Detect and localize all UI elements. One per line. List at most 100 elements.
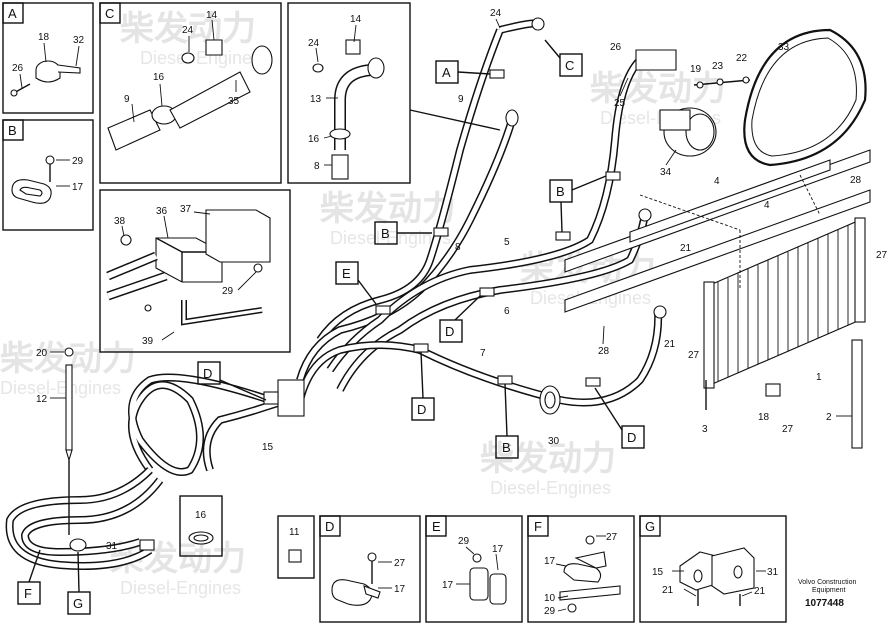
num-19: 19 bbox=[690, 64, 702, 75]
num-33: 33 bbox=[778, 42, 790, 53]
num-27a: 27 bbox=[876, 250, 888, 261]
fitting-part bbox=[251, 45, 273, 75]
inset-d-num-17: 17 bbox=[394, 584, 406, 595]
watermark-en-7: Diesel-Engines bbox=[120, 578, 241, 598]
bolt-part bbox=[10, 89, 18, 97]
valve-block bbox=[277, 379, 305, 417]
inset-fitting-frame bbox=[287, 2, 411, 184]
callout-d3-text: D bbox=[417, 402, 426, 417]
bolt-part bbox=[585, 535, 595, 545]
inset-a-frame bbox=[2, 2, 94, 114]
num-22: 22 bbox=[736, 53, 748, 64]
callout-a-text: A bbox=[442, 65, 451, 80]
num-14: 14 bbox=[350, 14, 362, 25]
callout-e bbox=[335, 261, 359, 285]
inset-f-letter: F bbox=[534, 519, 542, 534]
inset-a-num-32: 32 bbox=[73, 35, 85, 46]
num-12: 12 bbox=[36, 394, 48, 405]
inset-clamp: 16 bbox=[179, 495, 223, 557]
watermark-en-5: Diesel-Engines bbox=[0, 378, 121, 398]
inset-e-num-29: 29 bbox=[458, 536, 470, 547]
inset-c-num-9: 9 bbox=[124, 94, 130, 105]
inset-d-frame bbox=[319, 515, 421, 623]
watermark-cn-1: 柴发动力 bbox=[120, 10, 256, 48]
clamp bbox=[489, 69, 505, 79]
callout-c-text: C bbox=[565, 58, 574, 73]
callout-g-text: G bbox=[73, 596, 83, 611]
inset-g-tag bbox=[639, 515, 661, 537]
clamp-part bbox=[331, 579, 373, 606]
inset-b-frame bbox=[2, 119, 94, 231]
num-15: 15 bbox=[262, 442, 274, 453]
bolt-part bbox=[367, 552, 377, 562]
num-29: 29 bbox=[222, 286, 234, 297]
inset-e-tag bbox=[425, 515, 447, 537]
inset-b: B 29 17 bbox=[2, 119, 94, 231]
hose-routing bbox=[5, 17, 667, 570]
callout-e-text: E bbox=[342, 266, 351, 281]
watermark-cn-6: 柴发动力 bbox=[480, 440, 616, 478]
inset-e-num-17b: 17 bbox=[442, 580, 454, 591]
callout-b2-text: B bbox=[556, 184, 565, 199]
inset-g: G 15 31 21 21 bbox=[639, 515, 787, 623]
inset-g-letter: G bbox=[645, 519, 655, 534]
inset-c-tag bbox=[99, 2, 121, 24]
inset-f-frame bbox=[527, 515, 635, 623]
tube-part bbox=[169, 71, 251, 129]
bolt-part bbox=[120, 234, 132, 246]
inset-g-num-15: 15 bbox=[652, 567, 664, 578]
num-27b: 27 bbox=[688, 350, 700, 361]
callouts: A C B B E D D D B D F G bbox=[17, 39, 645, 615]
num-7: 7 bbox=[480, 348, 486, 359]
callout-d4 bbox=[621, 425, 645, 449]
callout-d2 bbox=[197, 361, 221, 385]
part-numbers: 24 9 26 25 19 23 22 33 34 28 4 4 21 27 5… bbox=[36, 8, 888, 552]
num-39: 39 bbox=[142, 336, 154, 347]
bolt-part-3 bbox=[144, 304, 152, 312]
num-37: 37 bbox=[180, 204, 192, 215]
num-4a: 4 bbox=[714, 176, 720, 187]
hose-part bbox=[107, 109, 161, 151]
rail-lower bbox=[564, 189, 871, 313]
rod-assembly bbox=[64, 347, 155, 552]
fitting bbox=[505, 109, 519, 127]
clamp-part bbox=[329, 128, 351, 140]
callout-b3-text: B bbox=[502, 440, 511, 455]
callout-d1 bbox=[439, 319, 463, 343]
clamp-part-2 bbox=[489, 573, 507, 605]
callout-f-text: F bbox=[24, 586, 32, 601]
inset-e-letter: E bbox=[432, 519, 441, 534]
inset-b-tag bbox=[2, 119, 24, 141]
num-36: 36 bbox=[156, 206, 168, 217]
callout-d4-text: D bbox=[627, 430, 636, 445]
num-11: 11 bbox=[289, 527, 300, 538]
inset-f-num-10: 10 bbox=[544, 593, 556, 604]
inset-b-letter: B bbox=[8, 123, 17, 138]
num-20: 20 bbox=[36, 348, 48, 359]
num-31: 31 bbox=[106, 541, 118, 552]
num-5: 5 bbox=[504, 237, 510, 248]
watermark-cn-2: 柴发动力 bbox=[590, 70, 726, 108]
inset-a: A 18 32 26 bbox=[2, 2, 94, 114]
callout-d1-text: D bbox=[445, 324, 454, 339]
fitting-part bbox=[367, 57, 385, 79]
bracket-part bbox=[205, 39, 223, 56]
num-4b: 4 bbox=[764, 200, 770, 211]
num-24b: 24 bbox=[490, 8, 502, 19]
inset-c: C 14 24 16 9 35 bbox=[99, 2, 282, 184]
tee-fitting-2 bbox=[711, 547, 755, 595]
num-21a: 21 bbox=[680, 243, 692, 254]
inset-f-num-29: 29 bbox=[544, 606, 556, 617]
num-24a: 24 bbox=[308, 38, 320, 49]
inset-e-num-17a: 17 bbox=[492, 544, 504, 555]
num-25: 25 bbox=[614, 98, 626, 109]
num-16: 16 bbox=[308, 134, 320, 145]
bracket-part bbox=[205, 209, 271, 263]
inset-a-letter: A bbox=[8, 6, 17, 21]
inset-b-num-17: 17 bbox=[72, 182, 84, 193]
footer-code: 1077448 bbox=[805, 598, 844, 609]
num-30: 30 bbox=[548, 436, 560, 447]
num-27c: 27 bbox=[782, 424, 794, 435]
num-16b: 16 bbox=[195, 510, 207, 521]
